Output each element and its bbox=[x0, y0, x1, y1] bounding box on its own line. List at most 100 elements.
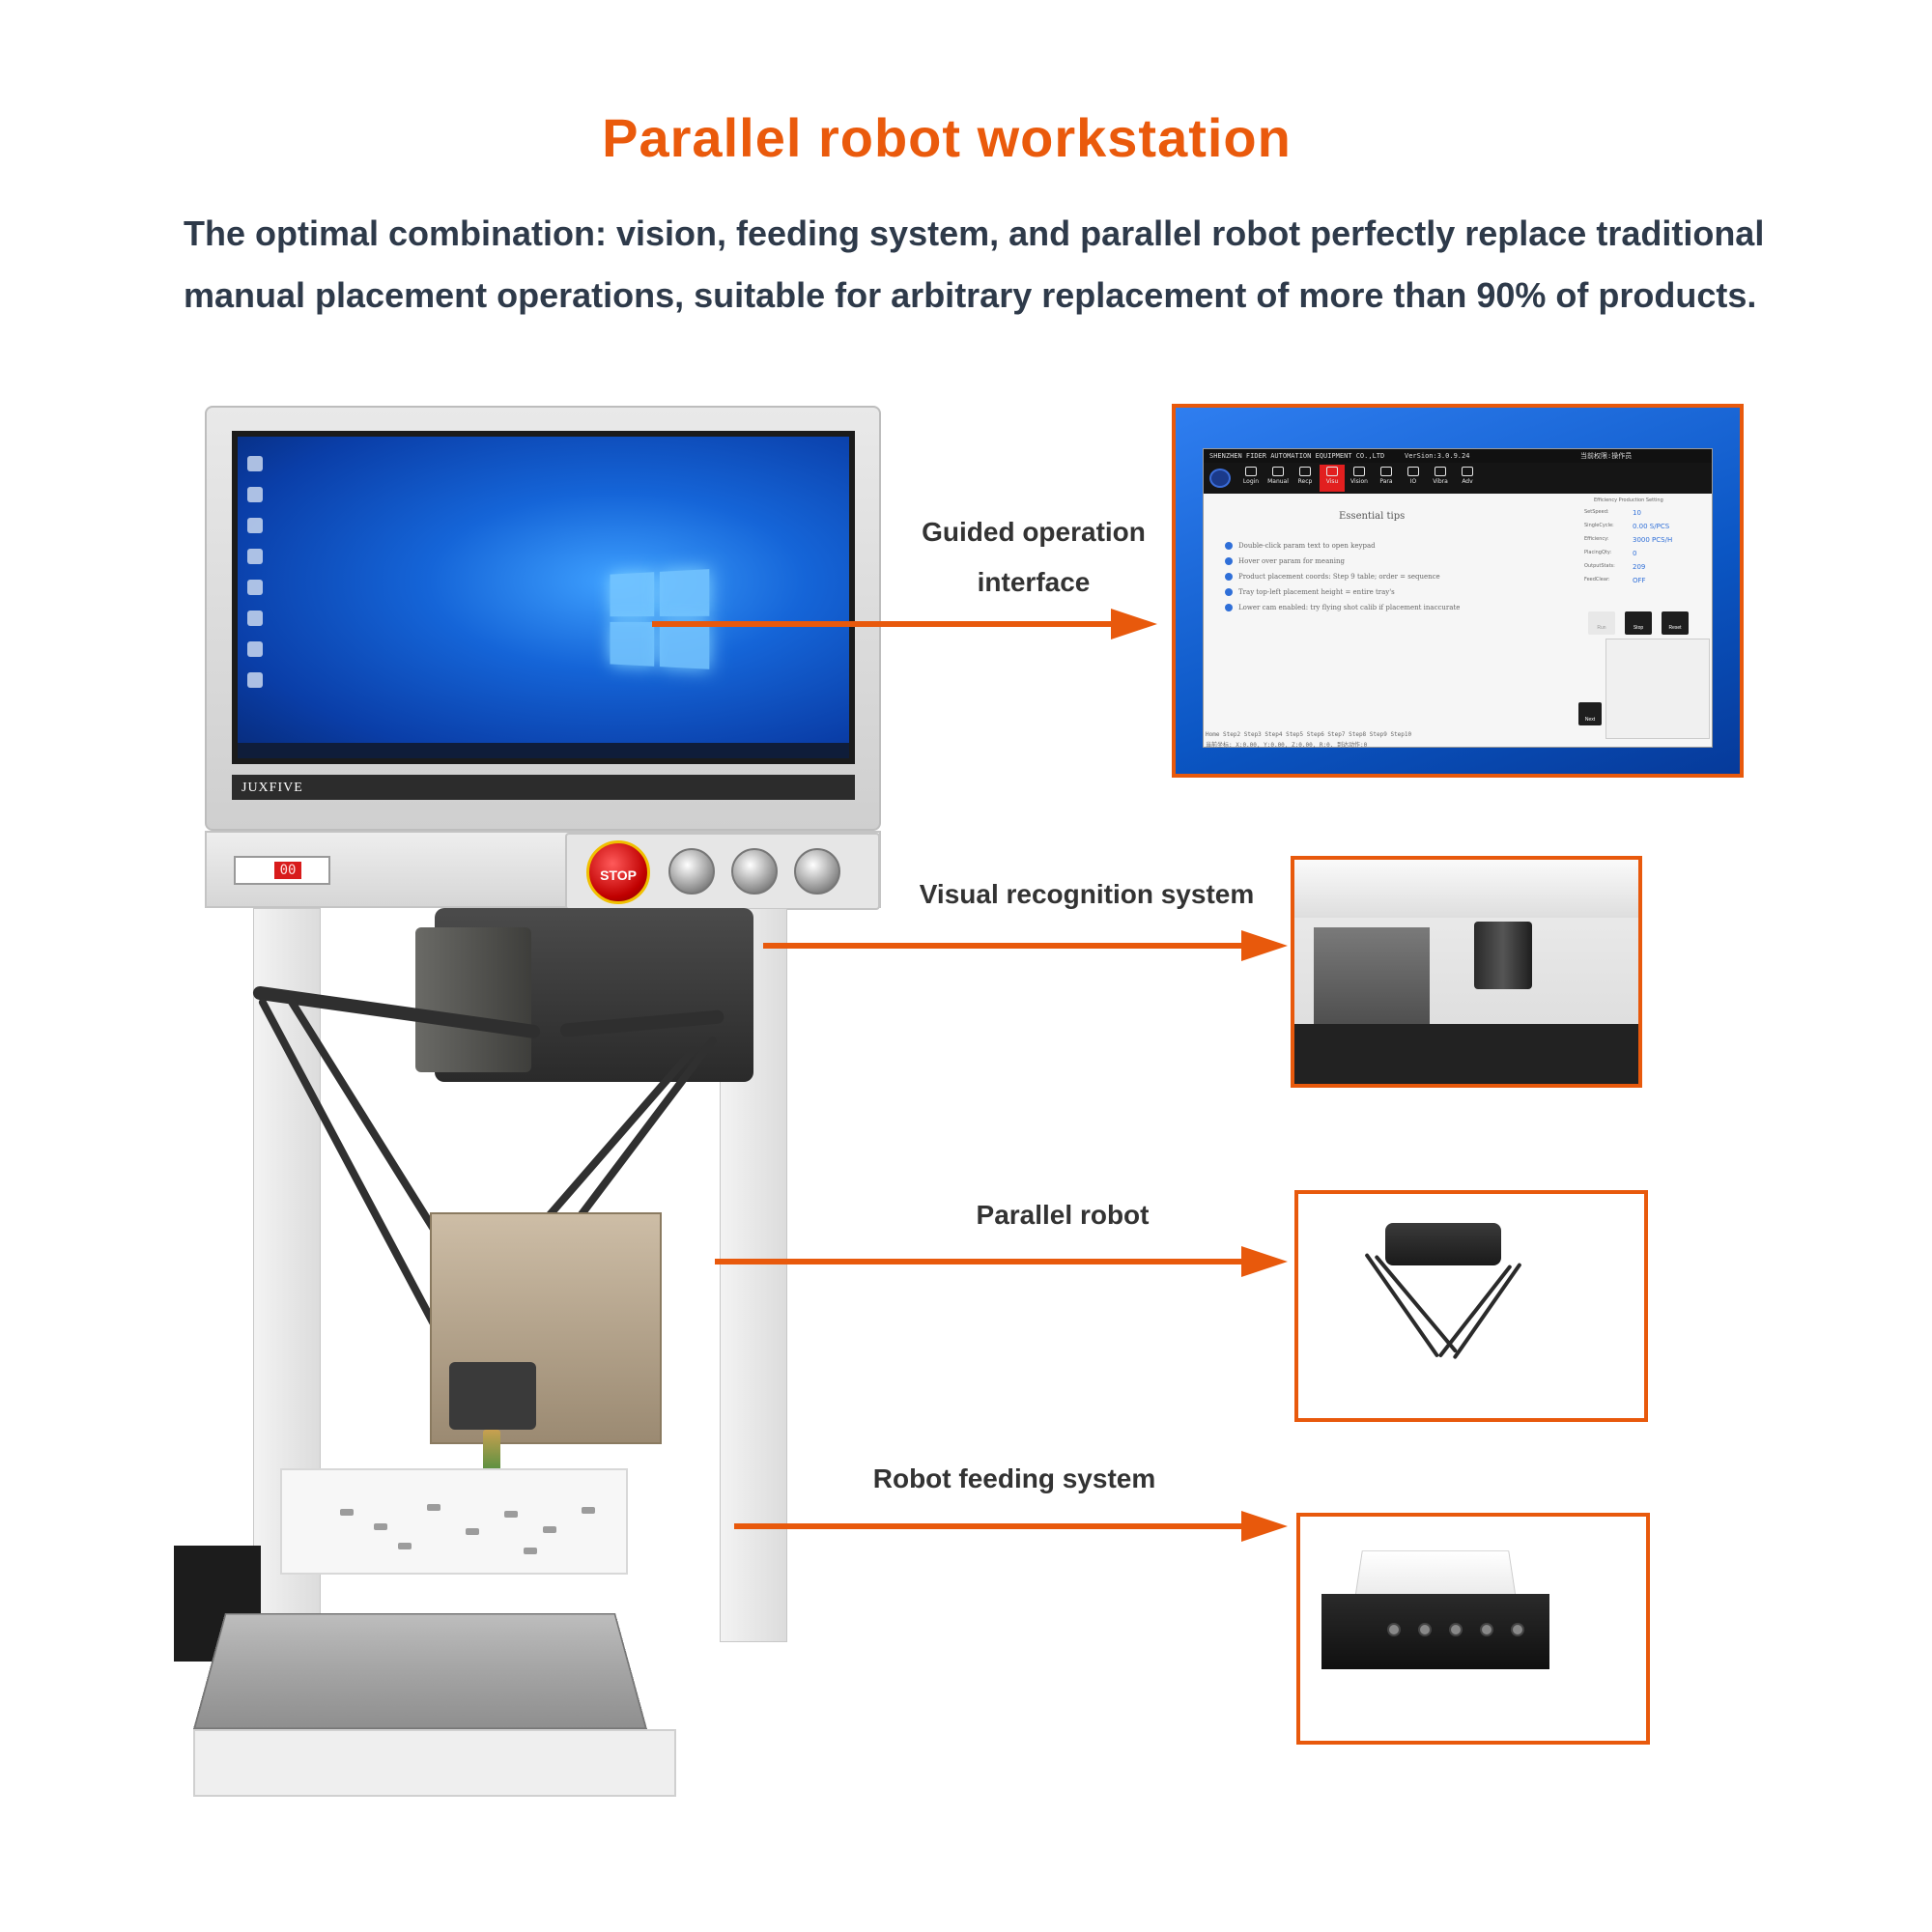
feeding-tray bbox=[280, 1468, 628, 1575]
tool-vision[interactable]: Vision bbox=[1347, 465, 1372, 492]
base-stand bbox=[193, 1729, 676, 1797]
reset-button[interactable]: Reset bbox=[1662, 611, 1689, 635]
software-titlebar: SHENZHEN FIDER AUTOMATION EQUIPMENT CO.,… bbox=[1204, 449, 1712, 463]
monitor-bezel bbox=[232, 775, 855, 800]
arrow-guided-ui bbox=[652, 621, 1116, 627]
software-toolbar: Login Manual Recp Visu Vision Para IO Vi… bbox=[1204, 463, 1712, 494]
callout-robot-label: Parallel robot bbox=[976, 1200, 1150, 1230]
info-icon bbox=[1225, 557, 1233, 565]
param-row[interactable]: PlacingQty:0 bbox=[1584, 550, 1637, 557]
robot-motor bbox=[1385, 1223, 1501, 1265]
callout-vision-label: Visual recognition system bbox=[919, 879, 1255, 909]
log-panel bbox=[1605, 639, 1710, 739]
workstation-machine: JUXFIVE 00 STOP bbox=[174, 406, 927, 1816]
feeding-system-photo bbox=[1296, 1513, 1650, 1745]
monitor-brand: JUXFIVE bbox=[236, 779, 309, 798]
info-icon bbox=[1225, 542, 1233, 550]
arrow-head-icon bbox=[1241, 1511, 1288, 1542]
counter-display: 00 bbox=[274, 862, 301, 879]
callout-guided-ui-label: Guided operation interface bbox=[922, 517, 1146, 597]
connector-port bbox=[1511, 1623, 1524, 1636]
monitor-screen bbox=[232, 431, 855, 764]
tips-heading: Essential tips bbox=[1339, 511, 1406, 522]
io-icon bbox=[1407, 467, 1419, 476]
page-subtitle: The optimal combination: vision, feeding… bbox=[184, 213, 1765, 315]
base-plate bbox=[193, 1613, 647, 1729]
tool-io[interactable]: IO bbox=[1401, 465, 1426, 492]
param-row[interactable]: SingleCycle:0.00 S/PCS bbox=[1584, 523, 1670, 530]
info-icon bbox=[1225, 604, 1233, 611]
hand-icon bbox=[1272, 467, 1284, 476]
digital-counter: 00 bbox=[234, 856, 330, 885]
company-logo-icon bbox=[1209, 469, 1231, 488]
software-window: SHENZHEN FIDER AUTOMATION EQUIPMENT CO.,… bbox=[1203, 448, 1713, 749]
end-effector bbox=[449, 1362, 536, 1430]
parameter-icon bbox=[1380, 467, 1392, 476]
page-title: Parallel robot workstation bbox=[602, 107, 1292, 168]
connector-port bbox=[1480, 1623, 1493, 1636]
run-button[interactable]: Run bbox=[1588, 611, 1615, 635]
advanced-icon bbox=[1462, 467, 1473, 476]
vibration-icon bbox=[1435, 467, 1446, 476]
recipe-icon bbox=[1299, 467, 1311, 476]
desktop-icon bbox=[247, 549, 263, 564]
stop-button[interactable]: Stop bbox=[1625, 611, 1652, 635]
arrow-head-icon bbox=[1111, 609, 1157, 639]
production-panel: Efficiency Production Setting SetSpeed:1… bbox=[1575, 497, 1710, 613]
param-row[interactable]: Efficiency:3000 PCS/H bbox=[1584, 536, 1673, 544]
tool-parameter[interactable]: Para bbox=[1374, 465, 1399, 492]
reset-button[interactable] bbox=[794, 848, 840, 895]
connector-port bbox=[1449, 1623, 1463, 1636]
tip-item: Product placement coords: Step 9 table; … bbox=[1225, 573, 1440, 581]
tip-item: Double-click param text to open keypad bbox=[1225, 542, 1376, 550]
camera-lens-icon bbox=[1474, 922, 1532, 989]
param-row[interactable]: OutputStats:209 bbox=[1584, 563, 1646, 571]
vision-system-photo bbox=[1291, 856, 1642, 1088]
param-row[interactable]: FeedClear:OFF bbox=[1584, 577, 1646, 584]
info-icon bbox=[1225, 588, 1233, 596]
arrow-head-icon bbox=[1241, 1246, 1288, 1277]
desktop-icon bbox=[247, 487, 263, 502]
mounting-plate bbox=[1294, 860, 1638, 918]
desktop-icon bbox=[247, 580, 263, 595]
info-icon bbox=[1225, 573, 1233, 581]
camera-icon bbox=[1353, 467, 1365, 476]
tip-item: Tray top-left placement height = entire … bbox=[1225, 588, 1395, 596]
desktop-icon bbox=[247, 672, 263, 688]
next-button[interactable]: Next bbox=[1578, 702, 1602, 725]
visual-icon bbox=[1326, 467, 1338, 476]
pause-button[interactable] bbox=[731, 848, 778, 895]
company-name: SHENZHEN FIDER AUTOMATION EQUIPMENT CO.,… bbox=[1209, 452, 1385, 460]
arrow-vision bbox=[763, 943, 1246, 949]
panel-tabs[interactable]: Efficiency Production Setting bbox=[1594, 497, 1663, 503]
guided-ui-screenshot: SHENZHEN FIDER AUTOMATION EQUIPMENT CO.,… bbox=[1172, 404, 1744, 778]
arrow-feeder bbox=[734, 1523, 1246, 1529]
tool-login[interactable]: Login bbox=[1238, 465, 1264, 492]
arrow-head-icon bbox=[1241, 930, 1288, 961]
touch-monitor: JUXFIVE bbox=[205, 406, 881, 831]
robot-motor-housing bbox=[415, 927, 531, 1072]
desktop-icon bbox=[247, 456, 263, 471]
emergency-stop-button[interactable]: STOP bbox=[586, 840, 650, 904]
tool-visual[interactable]: Visu bbox=[1320, 465, 1345, 492]
tool-advanced[interactable]: Adv bbox=[1455, 465, 1480, 492]
arrow-robot bbox=[715, 1259, 1246, 1264]
tool-vibration[interactable]: Vibra bbox=[1428, 465, 1453, 492]
connector-port bbox=[1387, 1623, 1401, 1636]
parallel-robot-photo bbox=[1294, 1190, 1648, 1422]
control-panel: STOP bbox=[565, 833, 880, 910]
software-version: VerSion:3.0.9.24 bbox=[1405, 452, 1470, 460]
tool-recipe[interactable]: Recp bbox=[1293, 465, 1318, 492]
desktop-icon bbox=[247, 611, 263, 626]
tool-manual[interactable]: Manual bbox=[1265, 465, 1291, 492]
desktop-icon bbox=[247, 518, 263, 533]
tip-item: Lower cam enabled: try flying shot calib… bbox=[1225, 604, 1460, 611]
desktop-icon bbox=[247, 641, 263, 657]
param-row[interactable]: SetSpeed:10 bbox=[1584, 509, 1641, 517]
step-tabs[interactable]: Home Step2 Step3 Step4 Step5 Step6 Step7… bbox=[1206, 731, 1412, 738]
windows-logo-icon bbox=[610, 569, 711, 671]
tip-item: Hover over param for meaning bbox=[1225, 557, 1345, 565]
start-button[interactable] bbox=[668, 848, 715, 895]
user-permission: 当前权限:操作员 bbox=[1580, 452, 1633, 460]
taskbar bbox=[238, 743, 849, 758]
